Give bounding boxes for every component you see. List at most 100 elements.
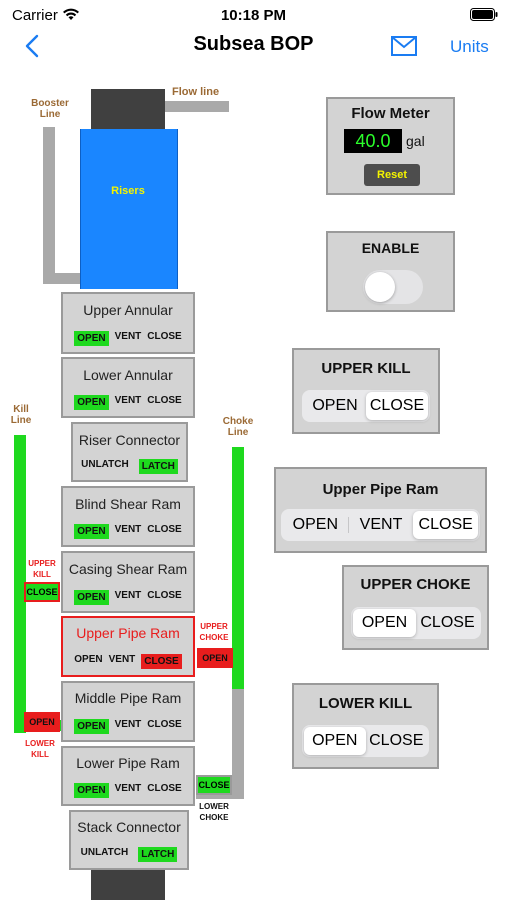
wellbore-top [91, 89, 165, 129]
booster-line-label: Booster Line [31, 98, 69, 120]
upper-pipe-ram-segmented: OPEN VENT CLOSE [281, 509, 480, 541]
upper-choke-valve-label: UPPER CHOKE [199, 622, 229, 642]
upper-pipe-ram-control: Upper Pipe Ram OPEN VENT CLOSE [274, 467, 487, 553]
casing-shear-ram-close-button[interactable]: CLOSE [147, 590, 182, 601]
units-button[interactable]: Units [450, 37, 489, 56]
booster-line-elbow [43, 273, 83, 284]
component-title: Middle Pipe Ram [74, 690, 182, 706]
stack-connector-panel: Stack Connector UNLATCH LATCH [69, 810, 189, 870]
lower-pipe-ram-open-button[interactable]: OPEN [74, 783, 109, 798]
casing-shear-ram-open-button[interactable]: OPEN [74, 590, 109, 605]
upper-kill-valve-label: UPPER KILL [28, 559, 56, 579]
middle-pipe-ram-close-button[interactable]: CLOSE [147, 719, 182, 730]
upper-choke-open-segment[interactable]: OPEN [353, 609, 416, 637]
lower-kill-valve-label: LOWER KILL [25, 739, 55, 759]
lower-annular-open-button[interactable]: OPEN [74, 395, 109, 410]
lower-kill-valve[interactable]: OPEN [24, 712, 60, 732]
component-title: Casing Shear Ram [68, 561, 188, 577]
upper-choke-control: UPPER CHOKE OPEN CLOSE [342, 565, 489, 650]
lower-kill-open-segment[interactable]: OPEN [304, 727, 366, 755]
blind-shear-ram-open-button[interactable]: OPEN [74, 524, 109, 539]
enable-panel: ENABLE [326, 231, 455, 312]
upper-annular-vent-button[interactable]: VENT [114, 331, 142, 342]
component-title: Stack Connector [77, 819, 181, 835]
component-title: Riser Connector [78, 432, 181, 448]
upper-choke-valve[interactable]: OPEN [197, 648, 233, 668]
choke-line-label: Choke Line [222, 416, 254, 438]
kill-line-label: Kill Line [10, 404, 32, 426]
lower-kill-segmented: OPEN CLOSE [302, 725, 429, 757]
choke-line-upper [232, 447, 244, 689]
flow-meter-display: 40.0 [344, 129, 402, 153]
flow-line-label: Flow line [172, 86, 220, 98]
lower-annular-vent-button[interactable]: VENT [114, 395, 142, 406]
riser-connector-latch-button[interactable]: LATCH [138, 459, 178, 474]
carrier-label: Carrier [12, 7, 58, 24]
upper-pipe-ram-open-segment[interactable]: OPEN [292, 516, 338, 533]
wellbore-bottom [91, 870, 165, 900]
back-button[interactable] [24, 34, 40, 58]
upper-pipe-ram-open-button[interactable]: OPEN [74, 654, 103, 665]
upper-pipe-ram-close-segment[interactable]: CLOSE [413, 511, 479, 539]
blind-shear-ram-panel: Blind Shear Ram OPEN VENT CLOSE [61, 486, 195, 547]
lower-pipe-ram-vent-button[interactable]: VENT [114, 783, 142, 794]
lower-kill-control: LOWER KILL OPEN CLOSE [292, 683, 439, 769]
lower-annular-panel: Lower Annular OPEN VENT CLOSE [61, 357, 195, 418]
segment-divider [347, 517, 349, 533]
upper-kill-segmented: OPEN CLOSE [302, 390, 430, 422]
lower-kill-close-segment[interactable]: CLOSE [369, 732, 424, 749]
upper-pipe-ram-close-button[interactable]: CLOSE [141, 654, 182, 669]
lower-choke-valve-label: LOWER CHOKE [199, 802, 229, 822]
blind-shear-ram-close-button[interactable]: CLOSE [147, 524, 182, 535]
riser-connector-panel: Riser Connector UNLATCH LATCH [71, 422, 188, 482]
enable-title: ENABLE [361, 240, 420, 256]
stack-connector-unlatch-button[interactable]: UNLATCH [80, 847, 129, 858]
lower-pipe-ram-close-button[interactable]: CLOSE [147, 783, 182, 794]
upper-kill-valve[interactable]: CLOSE [24, 582, 60, 602]
casing-shear-ram-panel: Casing Shear Ram OPEN VENT CLOSE [61, 551, 195, 613]
choke-line-lower [232, 689, 244, 799]
upper-pipe-ram-vent-button[interactable]: VENT [108, 654, 136, 665]
upper-choke-title: UPPER CHOKE [360, 576, 471, 593]
flow-meter-title: Flow Meter [351, 105, 430, 122]
component-title: Upper Pipe Ram [76, 625, 180, 641]
lower-annular-close-button[interactable]: CLOSE [147, 395, 182, 406]
clock: 10:18 PM [220, 7, 287, 24]
upper-choke-close-segment[interactable]: CLOSE [420, 614, 475, 631]
upper-kill-control: UPPER KILL OPEN CLOSE [292, 348, 440, 434]
upper-annular-open-button[interactable]: OPEN [74, 331, 109, 346]
booster-line [43, 127, 55, 284]
component-title: Blind Shear Ram [75, 496, 181, 512]
upper-annular-close-button[interactable]: CLOSE [147, 331, 182, 342]
lower-choke-valve[interactable]: CLOSE [196, 775, 232, 795]
wifi-icon [63, 8, 79, 20]
lower-kill-title: LOWER KILL [318, 695, 413, 712]
middle-pipe-ram-open-button[interactable]: OPEN [74, 719, 109, 734]
flow-meter-reset-button[interactable]: Reset [364, 164, 420, 186]
middle-pipe-ram-vent-button[interactable]: VENT [114, 719, 142, 730]
lower-pipe-ram-panel: Lower Pipe Ram OPEN VENT CLOSE [61, 746, 195, 806]
riser-connector-unlatch-button[interactable]: UNLATCH [81, 459, 129, 470]
upper-choke-segmented: OPEN CLOSE [351, 607, 481, 639]
blind-shear-ram-vent-button[interactable]: VENT [114, 524, 142, 535]
envelope-icon[interactable] [391, 36, 417, 56]
stack-connector-latch-button[interactable]: LATCH [138, 847, 178, 862]
upper-kill-close-segment[interactable]: CLOSE [366, 392, 428, 420]
upper-kill-title: UPPER KILL [321, 360, 411, 377]
component-title: Lower Annular [83, 367, 173, 383]
risers-label: Risers [111, 185, 145, 197]
kill-line [14, 435, 26, 733]
upper-kill-open-segment[interactable]: OPEN [312, 397, 358, 414]
enable-toggle[interactable] [363, 270, 423, 304]
upper-pipe-ram-title: Upper Pipe Ram [322, 481, 439, 498]
middle-pipe-ram-panel: Middle Pipe Ram OPEN VENT CLOSE [61, 681, 195, 742]
risers [80, 129, 178, 289]
upper-annular-panel: Upper Annular OPEN VENT CLOSE [61, 292, 195, 354]
upper-pipe-ram-vent-segment[interactable]: VENT [359, 516, 403, 533]
enable-toggle-knob [365, 272, 395, 302]
page-title: Subsea BOP [193, 33, 314, 55]
flow-meter-unit: gal [406, 133, 425, 149]
component-title: Lower Pipe Ram [76, 755, 180, 771]
upper-pipe-ram-panel: Upper Pipe Ram OPEN VENT CLOSE [61, 616, 195, 677]
casing-shear-ram-vent-button[interactable]: VENT [114, 590, 142, 601]
